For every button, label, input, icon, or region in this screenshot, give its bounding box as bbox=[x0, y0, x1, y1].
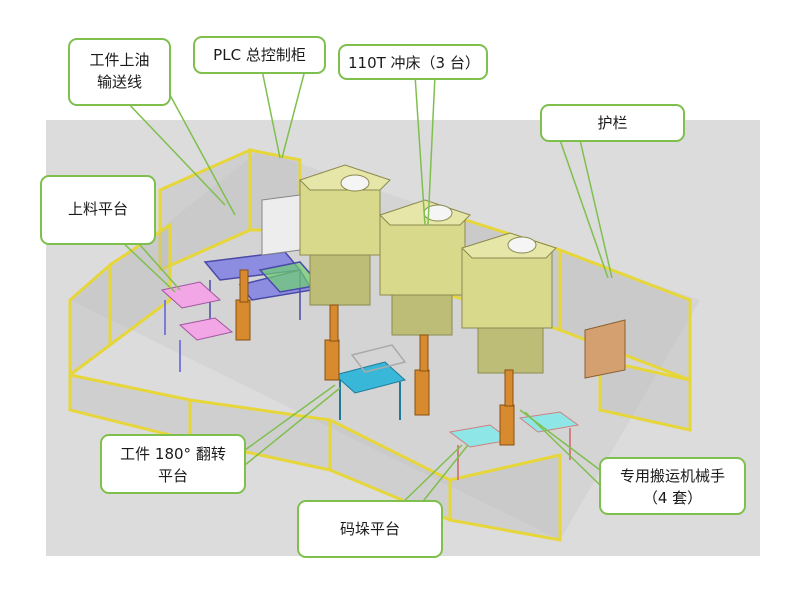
stacking-platform-shape bbox=[448, 411, 580, 480]
front-fence bbox=[68, 358, 692, 542]
callout-stacking-platform-text: 码垛平台 bbox=[339, 520, 400, 538]
callout-robot-line-1: 专用搬运机械手 bbox=[619, 467, 725, 485]
callout-guardrail: 护栏 bbox=[540, 104, 685, 142]
left-fence bbox=[68, 222, 172, 378]
callout-flip-platform-line-2: 平台 bbox=[157, 467, 188, 485]
callout-press: 110T 冲床（3 台） bbox=[338, 44, 488, 80]
plc-cabinet-shape bbox=[261, 194, 301, 256]
callout-plc-cabinet-text: PLC 总控制柜 bbox=[213, 46, 306, 64]
callout-oil-conveyor: 工件上油 输送线 bbox=[68, 38, 171, 106]
callout-loading-platform-text: 上料平台 bbox=[67, 200, 128, 218]
callout-flip-platform: 工件 180° 翻转 平台 bbox=[100, 434, 246, 494]
callout-pointers bbox=[119, 69, 613, 506]
callout-robot: 专用搬运机械手 （4 套） bbox=[599, 457, 746, 515]
callout-plc-cabinet: PLC 总控制柜 bbox=[193, 36, 326, 74]
press-3 bbox=[461, 232, 557, 374]
callout-loading-platform: 上料平台 bbox=[40, 175, 156, 245]
press-1 bbox=[299, 164, 391, 306]
cabinet-right bbox=[584, 319, 626, 379]
press-2 bbox=[379, 199, 471, 336]
callout-press-text: 110T 冲床（3 台） bbox=[348, 54, 480, 72]
callout-guardrail-text: 护栏 bbox=[597, 114, 628, 132]
flip-platform-shape bbox=[333, 344, 407, 420]
callout-oil-conveyor-line-1: 工件上油 bbox=[89, 51, 150, 69]
callout-oil-conveyor-line-2: 输送线 bbox=[96, 73, 142, 91]
callout-robot-line-2: （4 套） bbox=[642, 489, 703, 507]
callout-stacking-platform: 码垛平台 bbox=[297, 500, 443, 558]
robots bbox=[235, 269, 515, 446]
loading-platform-shape bbox=[160, 281, 234, 372]
callout-flip-platform-line-1: 工件 180° 翻转 bbox=[120, 445, 226, 463]
